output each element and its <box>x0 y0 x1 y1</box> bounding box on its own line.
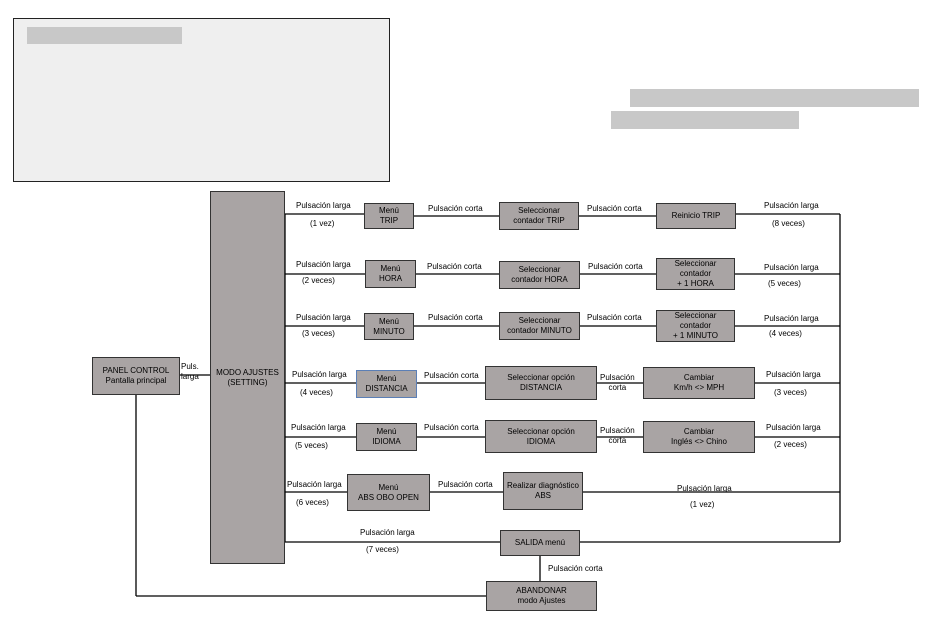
label-pl-minuto: Pulsación larga <box>296 313 351 322</box>
select-hora-box: Seleccionar contador HORA <box>499 261 580 289</box>
label-pc-distancia: Pulsación corta <box>424 371 479 380</box>
label-v2-hora: (2 veces) <box>302 276 335 285</box>
redacted-text-2 <box>611 111 799 129</box>
label-v6-abs: (6 veces) <box>296 498 329 507</box>
modo-ajustes-box: MODO AJUSTES (SETTING) <box>210 191 285 564</box>
select-minuto-box: Seleccionar contador MINUTO <box>499 312 580 340</box>
action-hora-box: Seleccionar contador + 1 HORA <box>656 258 735 290</box>
action-minuto-box: Seleccionar contador + 1 MINUTO <box>656 310 735 342</box>
label-pc-trip: Pulsación corta <box>428 204 483 213</box>
menu-abs-box: Menú ABS OBO OPEN <box>347 474 430 511</box>
label-v5-idioma: (5 veces) <box>295 441 328 450</box>
label-v2-right-idioma: (2 veces) <box>774 440 807 449</box>
select-trip-box: Seleccionar contador TRIP <box>499 202 579 230</box>
redacted-text-1 <box>630 89 919 107</box>
select-distancia-box: Seleccionar opción DISTANCIA <box>485 366 597 400</box>
label-pc2-distancia: Pulsación corta <box>600 373 635 392</box>
label-pl-right-trip: Pulsación larga <box>764 201 819 210</box>
menu-hora-box: Menú HORA <box>365 260 416 288</box>
action-trip-box: Reinicio TRIP <box>656 203 736 229</box>
panel-control-box: PANEL CONTROL Pantalla principal <box>92 357 180 395</box>
label-pl-hora: Pulsación larga <box>296 260 351 269</box>
label-pl-abs: Pulsación larga <box>287 480 342 489</box>
entry-label: Puls. larga <box>181 362 199 381</box>
label-pc-abandonar: Pulsación corta <box>548 564 603 573</box>
label-pc2-minuto: Pulsación corta <box>587 313 642 322</box>
label-v8-right-trip: (8 veces) <box>772 219 805 228</box>
menu-trip-box: Menú TRIP <box>364 203 414 229</box>
label-pc-hora: Pulsación corta <box>427 262 482 271</box>
label-v1-trip: (1 vez) <box>310 219 335 228</box>
label-v1-right-abs: (1 vez) <box>690 500 715 509</box>
label-pl-distancia: Pulsación larga <box>292 370 347 379</box>
label-pc-idioma: Pulsación corta <box>424 423 479 432</box>
note-box <box>13 18 390 182</box>
label-pl-right-distancia: Pulsación larga <box>766 370 821 379</box>
redacted-title <box>27 27 182 44</box>
label-v3-minuto: (3 veces) <box>302 329 335 338</box>
label-v5-right-hora: (5 veces) <box>768 279 801 288</box>
label-v3-right-distancia: (3 veces) <box>774 388 807 397</box>
label-pl-right-abs: Pulsación larga <box>677 484 732 493</box>
label-pc-minuto: Pulsación corta <box>428 313 483 322</box>
label-pl-salida: Pulsación larga <box>360 528 415 537</box>
abandonar-box: ABANDONAR modo Ajustes <box>486 581 597 611</box>
select-idioma-box: Seleccionar opción IDIOMA <box>485 420 597 453</box>
label-v4-distancia: (4 veces) <box>300 388 333 397</box>
label-v4-right-minuto: (4 veces) <box>769 329 802 338</box>
select-abs-box: Realizar diagnóstico ABS <box>503 472 583 510</box>
label-pc2-trip: Pulsación corta <box>587 204 642 213</box>
label-pl-right-idioma: Pulsación larga <box>766 423 821 432</box>
action-distancia-box: Cambiar Km/h <> MPH <box>643 367 755 399</box>
label-pl-right-minuto: Pulsación larga <box>764 314 819 323</box>
label-pc2-hora: Pulsación corta <box>588 262 643 271</box>
action-idioma-box: Cambiar Inglés <> Chino <box>643 421 755 453</box>
label-pl-idioma: Pulsación larga <box>291 423 346 432</box>
menu-distancia-box: Menú DISTANCIA <box>356 370 417 398</box>
label-pc-abs: Pulsación corta <box>438 480 493 489</box>
label-v7-salida: (7 veces) <box>366 545 399 554</box>
label-pl-right-hora: Pulsación larga <box>764 263 819 272</box>
label-pl-trip: Pulsación larga <box>296 201 351 210</box>
menu-idioma-box: Menú IDIOMA <box>356 423 417 451</box>
salida-menu-box: SALIDA menú <box>500 530 580 556</box>
label-pc2-idioma: Pulsación corta <box>600 426 635 445</box>
menu-minuto-box: Menú MINUTO <box>364 313 414 340</box>
